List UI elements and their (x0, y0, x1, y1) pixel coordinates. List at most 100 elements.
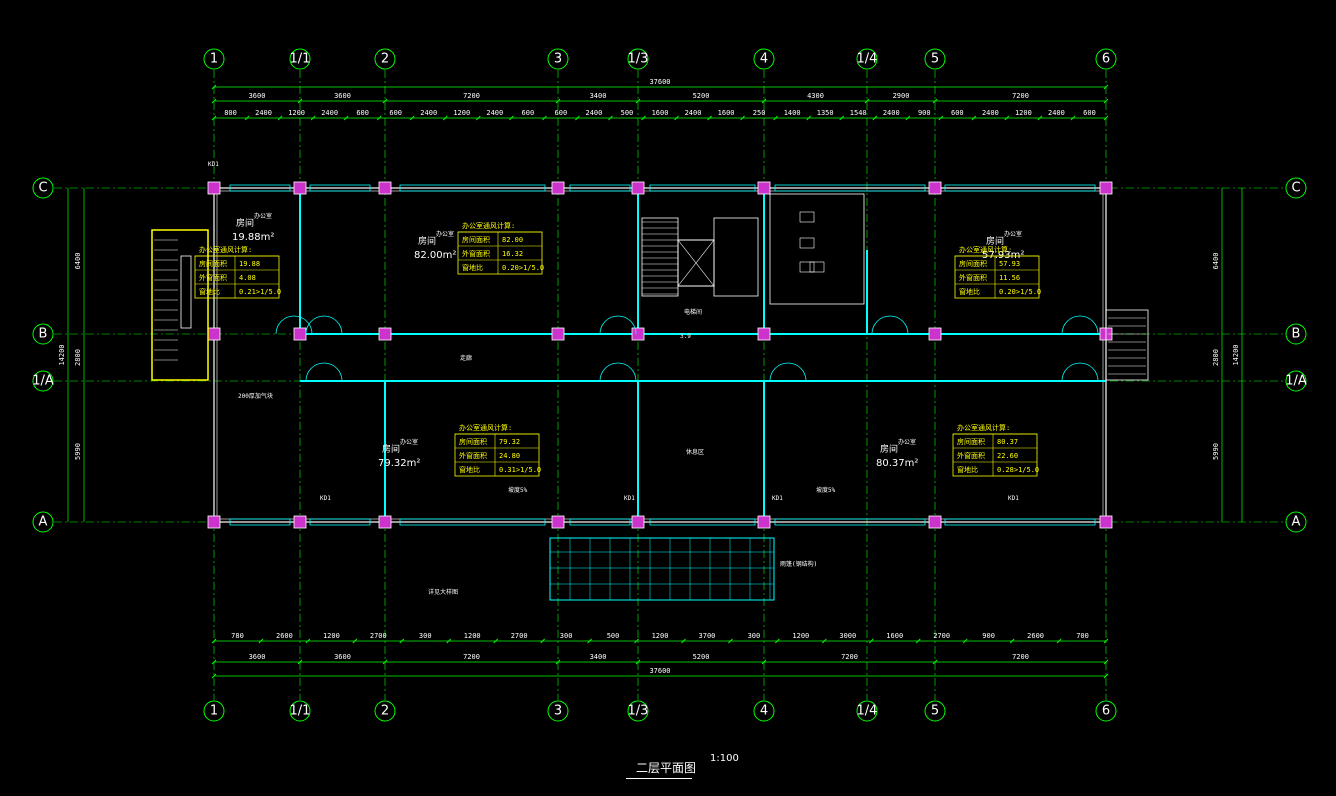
dim-tick (728, 638, 733, 644)
axis-bubble (627, 700, 649, 722)
door-swing (305, 315, 325, 335)
axis-label-5: 5 (931, 52, 939, 67)
axis-bubble (753, 48, 775, 70)
dim-text: 1200 (464, 632, 481, 640)
dim-tick (555, 659, 561, 665)
kd-label: KD1 (624, 495, 635, 502)
dim-text: 780 (231, 632, 244, 640)
dim-tick (587, 638, 592, 644)
table-head: 办公室通风计算: (957, 423, 1010, 432)
dim-tick (971, 115, 977, 121)
axis-bubble (547, 700, 569, 722)
room-sub: 办公室 (436, 230, 454, 238)
canopy-note: 雨篷(钢结构) (780, 560, 817, 568)
dim-text: 7200 (841, 653, 858, 661)
ramp-note: 坡度5% (508, 486, 528, 494)
dim-tick (864, 98, 870, 104)
table-value: 19.88 (239, 260, 260, 268)
window-north (399, 184, 546, 192)
table-key: 窗地比 (959, 287, 980, 296)
table-head: 办公室通风计算: (462, 221, 515, 230)
dim-text: 1200 (288, 109, 305, 117)
window-north (944, 184, 1096, 192)
dim-text: 3400 (590, 653, 607, 661)
axis-label-6: 6 (1102, 52, 1110, 67)
dim-text: 1540 (850, 109, 867, 117)
window-north (309, 184, 371, 192)
door-swing (293, 315, 313, 335)
dim-text: 600 (1083, 109, 1096, 117)
axis-bubble (1285, 511, 1307, 533)
dim-tick (674, 115, 679, 121)
dim-text: 7200 (463, 653, 480, 661)
dim-text: 14200 (1232, 344, 1240, 365)
dim-text: 1200 (323, 632, 340, 640)
table-key: 房间面积 (959, 259, 987, 268)
core-stair-2 (713, 217, 759, 297)
dim-text: 7200 (463, 92, 480, 100)
dim-text: 6400 (74, 253, 82, 270)
door-swing (1079, 315, 1099, 335)
dim-text: 600 (555, 109, 568, 117)
door-swing (305, 362, 325, 382)
axis-label-1/3: 1/3 (628, 52, 649, 67)
room-area: 80.37m² (876, 458, 918, 469)
dim-tick (761, 98, 767, 104)
dim-tick (1103, 673, 1109, 679)
dim-tick (343, 115, 349, 121)
dim-text: 3700 (699, 632, 716, 640)
door-swing (323, 362, 343, 382)
table-key: 外窗面积 (462, 249, 490, 258)
toilet-fixture (799, 211, 815, 223)
stair-rail (180, 255, 192, 329)
structural-column (928, 515, 942, 529)
window-north (569, 184, 631, 192)
dim-tick (773, 115, 778, 121)
table-value: 79.32 (499, 438, 520, 446)
dim-tick (1004, 115, 1010, 121)
dim-tick (352, 638, 358, 644)
table-value: 0.20>1/5.0 (999, 288, 1041, 296)
dim-tick (634, 638, 639, 644)
axis-bubble (289, 700, 311, 722)
axis-label-1/3: 1/3 (628, 704, 649, 719)
exterior-stair (151, 229, 209, 381)
table-key: 外窗面积 (199, 273, 227, 282)
dim-tick (442, 115, 448, 121)
axis-bubble (924, 48, 946, 70)
door-swing (1061, 362, 1081, 382)
door-swing (787, 362, 807, 382)
dim-text: 2600 (1027, 632, 1044, 640)
dim-text: 2400 (420, 109, 437, 117)
dim-tick (608, 115, 613, 121)
axis-bubble (627, 48, 649, 70)
dim-text: 2400 (1048, 109, 1065, 117)
axis-bubble (32, 511, 54, 533)
kd-label: KD1 (208, 161, 219, 168)
structural-column (757, 327, 771, 341)
axis-bubble (1285, 323, 1307, 345)
dim-tick (775, 638, 780, 644)
structural-column (378, 327, 392, 341)
dim-text: 2400 (585, 109, 602, 117)
toilet-fixture (809, 261, 825, 273)
dim-text: 1600 (652, 109, 669, 117)
room-name: 房间 (986, 235, 1004, 247)
axis-bubble (1095, 48, 1117, 70)
dim-text: 2400 (685, 109, 702, 117)
dim-tick (376, 115, 382, 121)
dim-tick (1037, 115, 1043, 121)
axis-bubble (856, 700, 878, 722)
axis-bubble (203, 48, 225, 70)
axis-label-C: C (38, 181, 47, 196)
axis-label-2: 2 (381, 52, 389, 67)
table-value: 0.28>1/5.0 (997, 466, 1039, 474)
dim-text: 1400 (784, 109, 801, 117)
dim-text: 1200 (792, 632, 809, 640)
structural-column (207, 515, 221, 529)
axis-label-6: 6 (1102, 704, 1110, 719)
table-key: 窗地比 (957, 465, 978, 474)
dim-text: 1600 (718, 109, 735, 117)
table-head: 办公室通风计算: (959, 245, 1012, 254)
